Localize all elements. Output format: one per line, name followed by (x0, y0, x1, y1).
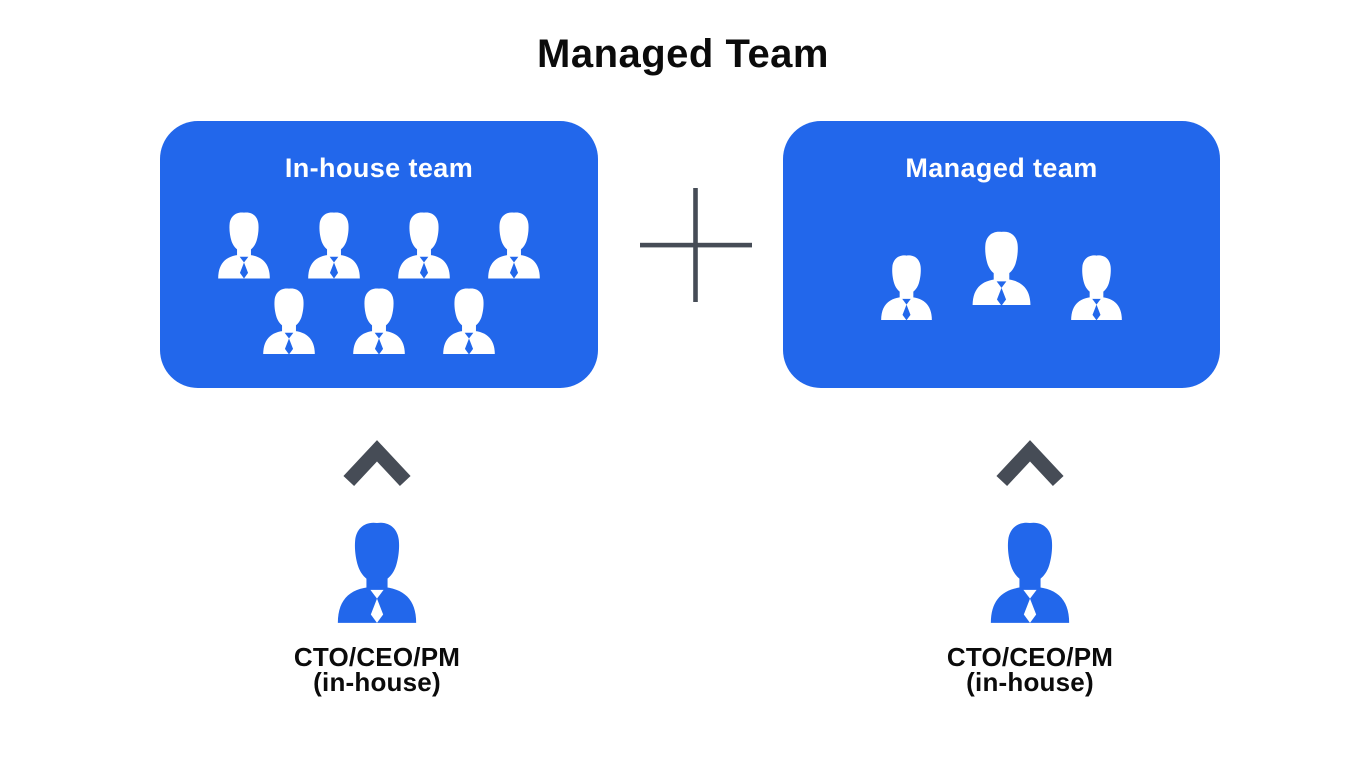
chevron-up-icon (343, 440, 411, 486)
manager-person-slot (986, 489, 1074, 623)
person-icon (218, 212, 270, 279)
in-house-team-box: In-house team (160, 121, 598, 388)
manager-role: CTO/CEO/PM (946, 641, 1114, 672)
managed-team-label: Managed team (905, 153, 1098, 183)
team-member-row (244, 286, 514, 354)
manager-caption: CTO/CEO/PM (in-house) (946, 641, 1114, 697)
person-icon (308, 212, 360, 279)
manager-origin: (in-house) (313, 666, 441, 697)
person-icon (443, 287, 495, 354)
team-member-row (861, 231, 1142, 321)
manager-caption: CTO/CEO/PM (in-house) (293, 641, 461, 697)
managed-team-box: Managed team (783, 121, 1220, 388)
person-icon (398, 212, 450, 279)
in-house-team-members (160, 184, 598, 388)
person-icon (972, 231, 1031, 306)
in-house-manager-group: CTO/CEO/PM (in-house) (257, 436, 497, 695)
manager-origin: (in-house) (966, 666, 1094, 697)
plus-icon (640, 188, 752, 302)
person-icon (1071, 255, 1122, 321)
managed-manager-group: CTO/CEO/PM (in-house) (910, 436, 1150, 695)
person-icon (337, 522, 417, 623)
person-icon (488, 212, 540, 279)
in-house-team-label: In-house team (284, 153, 474, 183)
managed-team-members (783, 184, 1220, 388)
person-icon (353, 287, 405, 354)
team-member-row (199, 210, 559, 279)
person-icon (263, 287, 315, 354)
person-icon (990, 522, 1070, 623)
manager-role: CTO/CEO/PM (293, 641, 461, 672)
chevron-up-icon (996, 440, 1064, 486)
person-icon (881, 255, 932, 321)
diagram-title: Managed Team (537, 32, 829, 76)
manager-person-slot (333, 489, 421, 623)
